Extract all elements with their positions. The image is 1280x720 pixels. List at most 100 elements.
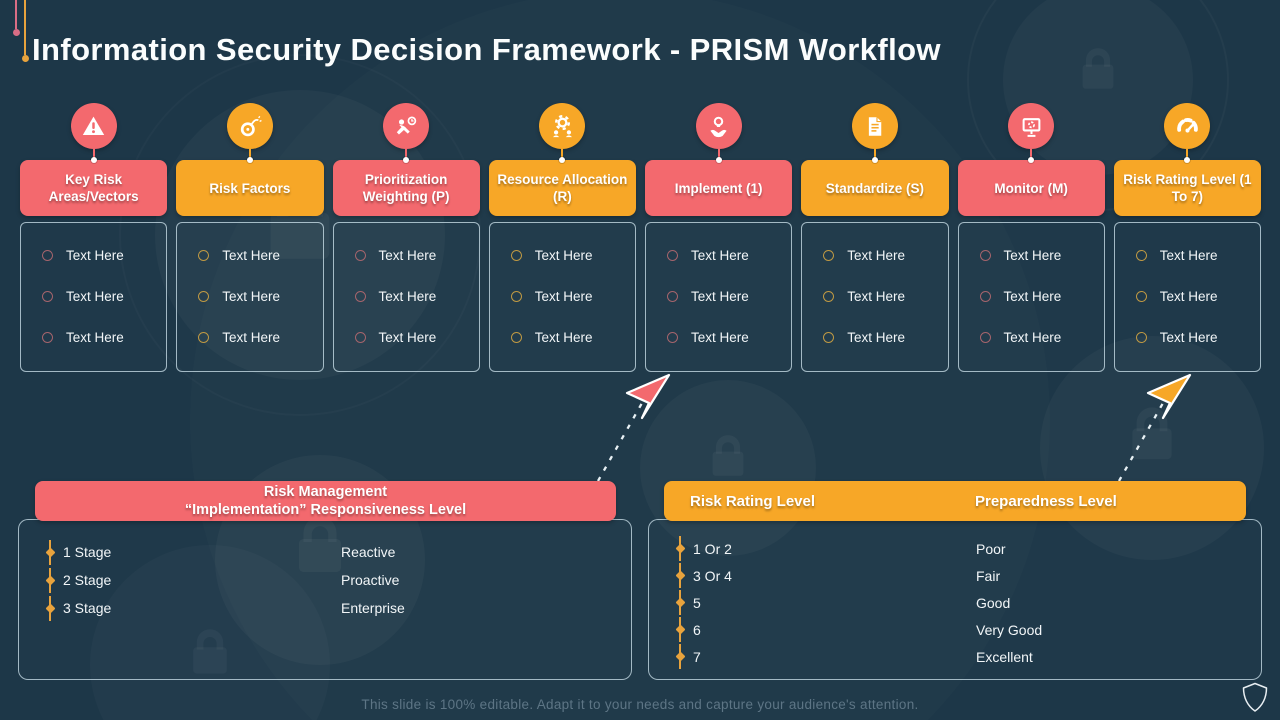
list-item-text: Text Here [1159, 329, 1218, 345]
risk-rating-value: 7 [693, 648, 701, 665]
preparedness-value: Poor [976, 540, 1006, 557]
column-header: Standardize (S) [801, 157, 949, 216]
list-item: Text Here [979, 327, 1104, 347]
left-panel-title-line1: Risk Management [263, 484, 388, 500]
bullet-circle-icon [979, 290, 991, 302]
column-header: Risk Rating Level (1 To 7) [1113, 157, 1261, 216]
column-header-label: Standardize (S) [825, 180, 924, 196]
list-item: Text Here [42, 286, 166, 306]
list-item: Text Here [354, 286, 479, 306]
stage-value: 2 Stage [63, 572, 112, 588]
list-item: Text Here [198, 327, 322, 347]
diamond-pin-icon [49, 595, 51, 621]
right-panel-row: 3 Or 4 Fair [649, 562, 1261, 589]
diamond-pin-icon [679, 590, 681, 615]
icon-stem [248, 149, 251, 160]
list-item-text: Text Here [378, 288, 437, 304]
bullet-circle-icon [823, 331, 835, 343]
list-item-text: Text Here [534, 329, 593, 345]
arrowhead-left-icon [625, 373, 671, 420]
risk-rating-value: 3 Or 4 [693, 567, 732, 584]
title-accent-line-yellow [24, 0, 26, 55]
list-item: Text Here [1135, 286, 1260, 306]
column-header-label: Risk Rating Level (1 To 7) [1123, 172, 1252, 204]
dashed-connector-left [596, 402, 644, 482]
header-connector-dot [559, 157, 566, 163]
bullet-circle-icon [42, 290, 53, 302]
list-item-text: Text Here [1003, 247, 1062, 263]
bullet-circle-icon [510, 249, 522, 261]
column-header-label: Key Risk Areas/Vectors [48, 172, 139, 204]
list-item-text: Text Here [66, 329, 124, 345]
bullet-circle-icon [667, 249, 678, 261]
list-item-text: Text Here [847, 329, 906, 345]
icon-stem [1186, 149, 1189, 160]
title-accent-line-pink [15, 0, 17, 29]
list-item: Text Here [510, 245, 635, 265]
person-clock-icon [383, 103, 430, 149]
list-item: Text Here [1135, 327, 1260, 347]
list-item-text: Text Here [222, 329, 281, 345]
responsiveness-value: Enterprise [341, 600, 405, 616]
right-panel-header: Risk Rating Level Preparedness Level [664, 481, 1246, 521]
gear-people-icon [539, 103, 586, 149]
stage-value: 3 Stage [63, 600, 112, 616]
icon-stem [873, 149, 876, 160]
list-item-text: Text Here [847, 288, 906, 304]
list-item: Text Here [667, 245, 791, 265]
diamond-pin-icon [679, 644, 681, 669]
list-item-text: Text Here [222, 288, 281, 304]
right-panel-col1-header: Risk Rating Level [690, 492, 816, 510]
column-header: Key Risk Areas/Vectors [20, 157, 168, 216]
header-connector-dot [90, 157, 97, 163]
risk-rating-value: 5 [693, 594, 701, 611]
bullet-circle-icon [42, 331, 53, 343]
preparedness-value: Excellent [976, 648, 1033, 665]
column-header: Prioritization Weighting (P) [332, 157, 480, 216]
hands-idea-icon [695, 103, 742, 149]
list-item-text: Text Here [691, 288, 749, 304]
bomb-icon [226, 103, 273, 149]
column-header-label: Risk Factors [209, 180, 291, 196]
diamond-pin-icon [679, 563, 681, 588]
list-item: Text Here [667, 286, 791, 306]
bullet-circle-icon [823, 290, 835, 302]
list-item: Text Here [354, 327, 479, 347]
column-header-label: Resource Allocation (R) [497, 172, 628, 204]
list-item-text: Text Here [1159, 288, 1218, 304]
bullet-circle-icon [667, 290, 678, 302]
column-header: Implement (1) [645, 157, 793, 216]
bullet-circle-icon [510, 290, 522, 302]
left-panel-title-line2: “Implementation” Responsiveness Level [184, 502, 467, 518]
header-connector-dot [1184, 157, 1191, 163]
list-item: Text Here [510, 286, 635, 306]
diamond-pin-icon [679, 617, 681, 642]
list-item: Text Here [979, 286, 1104, 306]
column-header-label: Prioritization Weighting (P) [362, 172, 450, 204]
icon-stem [717, 149, 720, 160]
list-item-text: Text Here [1159, 247, 1218, 263]
list-item-text: Text Here [691, 247, 749, 263]
bullet-circle-icon [979, 331, 991, 343]
list-item: Text Here [667, 327, 791, 347]
list-item-text: Text Here [534, 288, 593, 304]
header-connector-dot [871, 157, 878, 163]
list-item: Text Here [354, 245, 479, 265]
list-item-text: Text Here [66, 247, 124, 263]
gauge-icon [1164, 103, 1211, 149]
preparedness-value: Fair [976, 567, 1001, 584]
header-connector-dot [1028, 157, 1035, 163]
